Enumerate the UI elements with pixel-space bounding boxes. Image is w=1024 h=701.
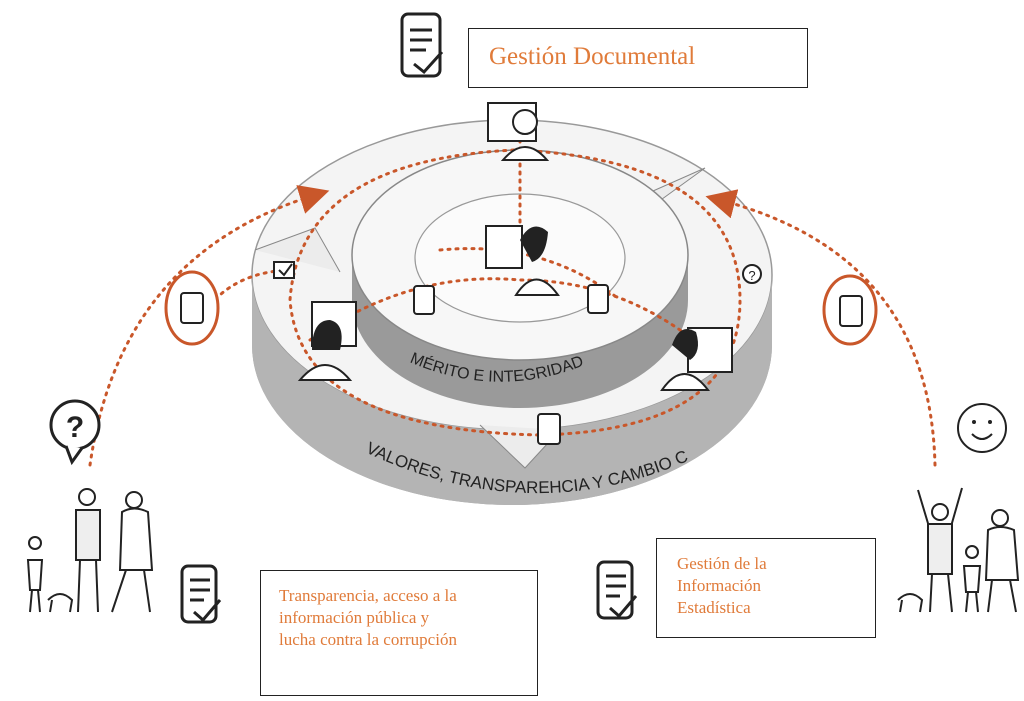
left-desk-figure xyxy=(297,301,357,381)
question-bubble-icon: ? xyxy=(49,399,101,466)
estadistica-line-3: Estadística xyxy=(677,598,751,617)
smiley-icon xyxy=(957,403,1007,453)
estadistica-box: Gestión de la Información Estadística xyxy=(656,538,876,638)
transparencia-line-1: Transparencia, acceso a la xyxy=(279,586,457,605)
right-desk-figure xyxy=(660,327,733,391)
checklist-icon-left xyxy=(180,564,222,624)
small-check-icon xyxy=(273,261,295,279)
gestion-documental-label: Gestión Documental xyxy=(489,43,696,70)
document-icons xyxy=(413,284,609,445)
family-right-illustration xyxy=(897,487,1020,613)
checklist-icon-top xyxy=(400,12,444,78)
gestion-documental-box: Gestión Documental xyxy=(468,28,808,88)
right-circled-document-icon xyxy=(822,274,878,346)
checklist-icon-right xyxy=(596,560,638,620)
left-circled-document-icon xyxy=(164,270,220,346)
estadistica-line-1: Gestión de la xyxy=(677,554,767,573)
svg-text:?: ? xyxy=(66,411,84,444)
svg-text:?: ? xyxy=(748,268,755,283)
transparencia-line-2: información pública y xyxy=(279,608,430,627)
small-question-icon: ? xyxy=(742,264,762,284)
top-desk-figure xyxy=(487,102,550,161)
family-left-illustration xyxy=(26,488,154,613)
center-desk-figure xyxy=(485,225,560,296)
transparencia-box: Transparencia, acceso a la información p… xyxy=(260,570,538,696)
estadistica-line-2: Información xyxy=(677,576,762,595)
transparencia-line-3: lucha contra la corrupción xyxy=(279,630,457,649)
